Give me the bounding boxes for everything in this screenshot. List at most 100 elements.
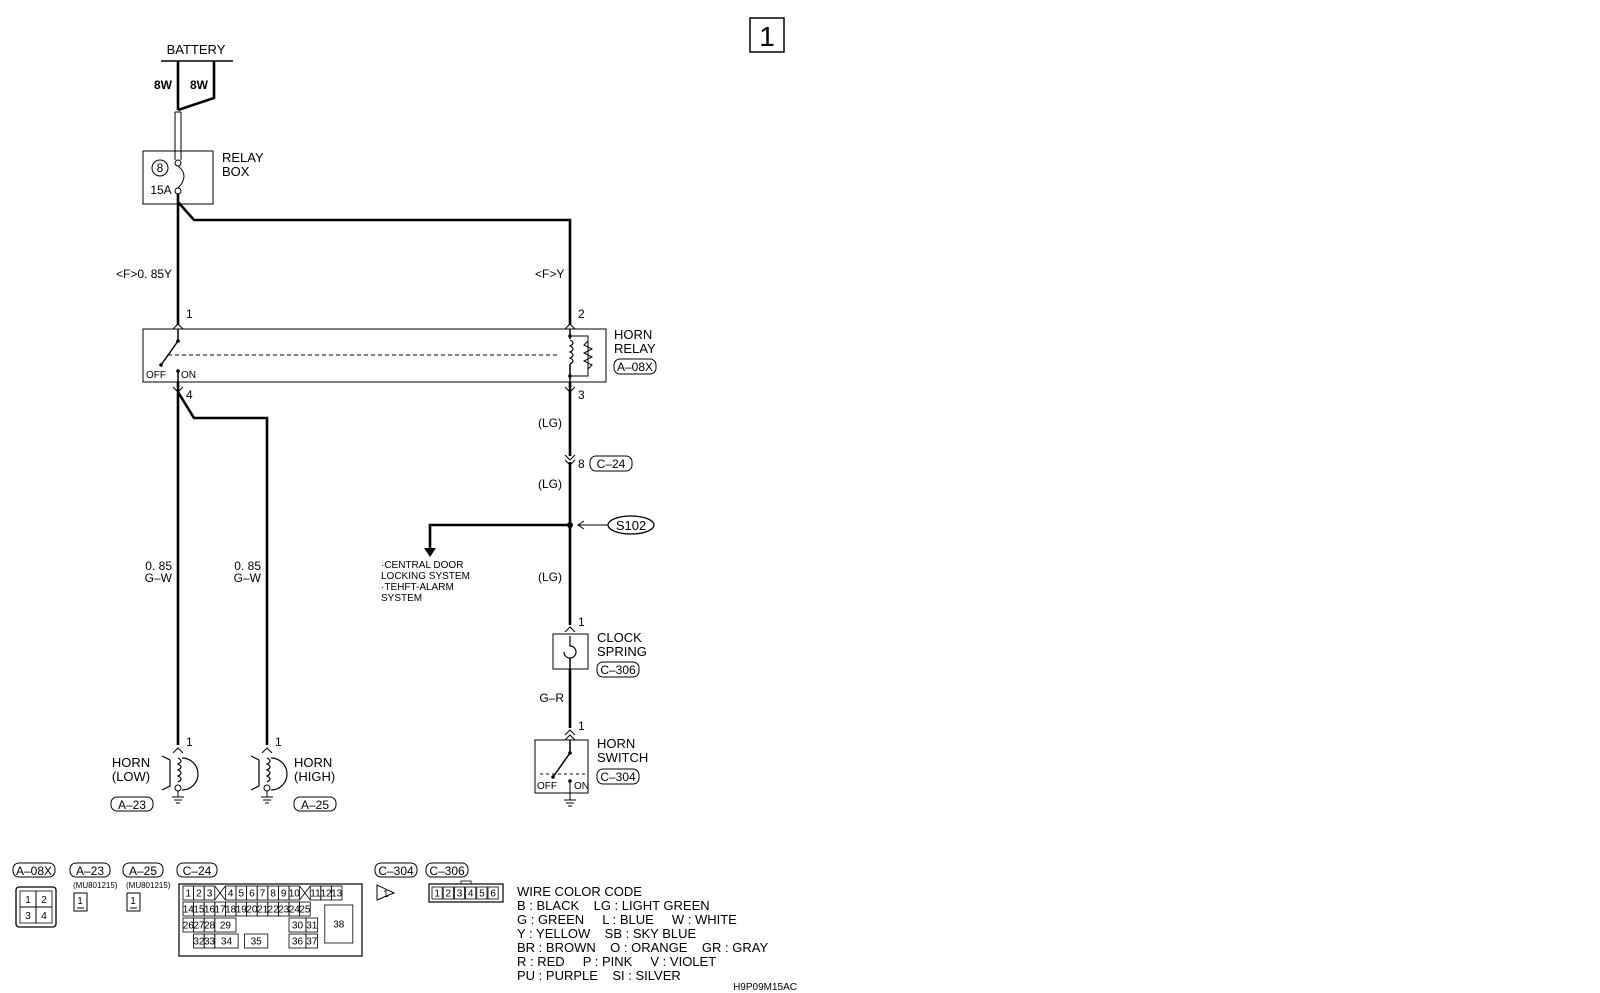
horn-low-connector-tag (110, 796, 154, 812)
horn-switch-connector-mark (564, 729, 576, 736)
connector-a08x-tag (12, 862, 56, 878)
c306-pin-1: 1 (434, 889, 440, 900)
connector-a23-label: A–23 (76, 864, 104, 878)
splice-s102: S102 (567, 515, 655, 535)
branch-note: ·CENTRAL DOOR LOCKING SYSTEM ·TEHFT-ALAR… (381, 560, 470, 604)
horn-low: 1 HORN (LOW) A–23 (110, 735, 199, 812)
horn-relay-connector: A–08X (617, 360, 653, 374)
c24-pin-23: 23 (278, 905, 290, 916)
c24-pin-19: 19 (236, 905, 248, 916)
horn-low-coil (176, 757, 182, 783)
c24-pin-22: 22 (268, 905, 280, 916)
c24-pin-21: 21 (257, 905, 269, 916)
fuse-number: 8 (157, 161, 164, 175)
relay-switch-blade (160, 340, 179, 366)
horn-switch-label-1: HORN (597, 736, 635, 751)
connector-c304-tag (374, 862, 418, 878)
c24-pin-25: 25 (299, 905, 311, 916)
c24-pin-24: 24 (289, 905, 301, 916)
c24-pin-37-cell (305, 933, 319, 949)
c306-pin-6: 6 (490, 889, 496, 900)
branch-note-3: ·TEHFT-ALARM (381, 582, 454, 593)
clock-spring-label-1: CLOCK (597, 630, 642, 645)
relay-box-label-2: BOX (222, 164, 250, 179)
horn-switch-box (534, 739, 589, 794)
relay-contact-off (159, 363, 163, 367)
connector-c304-pin: 1 (383, 889, 389, 900)
joint-connector-tag (589, 455, 633, 472)
wire-label-lg1: (LG) (538, 416, 562, 430)
connector-a08x-pin4: 4 (41, 911, 47, 922)
fuse-rating: 15A (150, 183, 171, 197)
horn-high-label-1: HORN (294, 755, 332, 770)
branch-note-2: LOCKING SYSTEM (381, 571, 470, 582)
c24-pin-35-cell (244, 933, 269, 949)
c24-pin-32: 32 (193, 937, 205, 948)
c24-pin-26: 26 (183, 921, 195, 932)
c24-pin-12: 12 (321, 889, 333, 900)
c24-pin-11: 11 (310, 889, 321, 900)
clock-spring-connector-mark (564, 626, 576, 633)
wire-branch-other-systems (428, 523, 570, 550)
c24-pin-9: 9 (281, 889, 287, 900)
branch-arrow-icon (424, 548, 436, 557)
c24-pin-13: 13 (331, 889, 343, 900)
relay-coil-icon (568, 339, 574, 365)
horn-high-coil (265, 757, 271, 783)
c24-pin-18: 18 (225, 905, 237, 916)
battery: BATTERY 8W 8W (154, 42, 233, 160)
c24-pin-10-cell (288, 885, 301, 901)
c24-pin-38-cell (324, 904, 354, 944)
horn-switch-contact-off (551, 775, 555, 779)
connector-a25-body (126, 892, 141, 912)
splice-label: S102 (616, 518, 646, 533)
wire-relaybox-to-pin2 (177, 201, 572, 325)
splice-ellipse (607, 515, 655, 535)
coil-resistor-loop (570, 335, 589, 377)
wire-label-gw-high-2: G–W (234, 571, 262, 585)
c24-pin-29-cell (214, 917, 237, 933)
horn-relay-pin3: 3 (578, 388, 585, 402)
connector-a25-label: A–25 (129, 864, 157, 878)
clock-spring-pin: 1 (578, 615, 585, 629)
connector-c24-tag (176, 862, 218, 878)
c24-pin-17: 17 (215, 905, 227, 916)
wire-label-lg2: (LG) (538, 477, 562, 491)
clock-spring-connector-tag (596, 661, 640, 678)
fuse-terminal-top (174, 159, 182, 167)
horn-relay-label-2: RELAY (614, 341, 656, 356)
c24-pin-3-cell (203, 885, 216, 901)
horn-switch-label-2: SWITCH (597, 750, 648, 765)
branch-note-4: SYSTEM (381, 593, 422, 604)
wire-label-w1: <F>0. 85Y (116, 267, 172, 281)
c24-pin-35: 35 (251, 937, 263, 948)
c24-empty-slot-mark (214, 885, 226, 901)
connector-view-a08x: A–08X 1 2 3 4 (12, 862, 57, 928)
clock-spring-connector: C–306 (600, 663, 636, 677)
horn-switch-connector-tag (596, 768, 640, 785)
c24-pin-14: 14 (183, 905, 195, 916)
wire-color-code-line-5: R : RED P : PINK V : VIOLET (517, 954, 716, 969)
page-number-box: 1 (749, 17, 785, 53)
connector-a23-pin: 1 (77, 896, 83, 907)
c24-pin-30: 30 (292, 921, 304, 932)
wire-label-gw-low-1: 0. 85 (145, 559, 172, 573)
c24-pin-27: 27 (193, 921, 205, 932)
horn-switch-off-label: OFF (537, 781, 557, 792)
c24-pin-38: 38 (333, 920, 345, 931)
horn-low-bell (181, 757, 199, 791)
branch-note-1: ·CENTRAL DOOR (381, 560, 463, 571)
c306-pin-1-cell (431, 886, 443, 900)
c24-pin-34: 34 (221, 937, 233, 948)
horn-switch-connector: C–304 (600, 770, 636, 784)
c24-pin-28: 28 (204, 921, 216, 932)
battery-wire-right (177, 61, 216, 112)
wire-color-code: WIRE COLOR CODE B : BLACK LG : LIGHT GRE… (517, 884, 768, 983)
c24-pin-34-cell (214, 933, 239, 949)
c24-pin-8: 8 (270, 889, 276, 900)
c24-pin-4: 4 (228, 889, 234, 900)
